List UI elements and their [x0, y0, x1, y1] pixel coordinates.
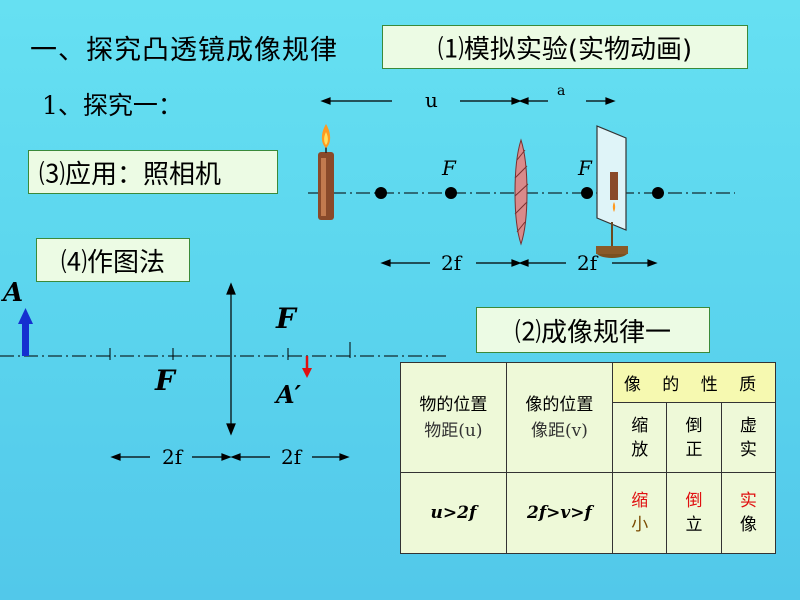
- image-label: A′: [276, 380, 301, 409]
- twof-arrows-bottom: [110, 453, 350, 461]
- drawing-method-button[interactable]: ⑷作图法: [36, 238, 190, 282]
- point-2f-right: [652, 187, 664, 199]
- imaging-rule-table: 物的位置 物距(u) 像的位置 像距(v) 像 的 性 质 缩放 倒正 虚实 u…: [400, 362, 777, 554]
- candle-icon: [318, 124, 334, 220]
- size-column-header: 缩放: [612, 402, 668, 473]
- twof-label-left: 2f: [441, 251, 462, 275]
- page-title: 一、探究凸透镜成像规律: [30, 35, 338, 66]
- focus-point-right: [581, 187, 593, 199]
- image-nature-header: 像 的 性 质: [612, 362, 776, 403]
- twof-arrows-top: [380, 259, 658, 267]
- focus-label-lower: F: [155, 364, 175, 397]
- real-virtual-column-header: 虚实: [720, 402, 777, 473]
- image-arrow: [302, 356, 312, 378]
- application-button[interactable]: ⑶应用：照相机: [28, 150, 278, 194]
- image-distance-label: a: [557, 83, 566, 99]
- twof-label-right: 2f: [577, 251, 598, 275]
- orientation-column-header: 倒正: [666, 402, 722, 473]
- image-distance-value: 2f>v>f: [505, 472, 614, 554]
- focus-point-left: [445, 187, 457, 199]
- screen-icon: [596, 125, 628, 258]
- object-position-header: 物的位置 物距(u): [400, 362, 507, 473]
- twof-label-bottom-left: 2f: [162, 445, 183, 469]
- twof-label-bottom-right: 2f: [281, 445, 302, 469]
- image-position-header: 像的位置 像距(v): [505, 362, 614, 473]
- distance-arrows: [320, 97, 616, 105]
- object-arrow: [18, 308, 33, 356]
- focus-label-right: F: [578, 156, 592, 180]
- lens-line: [226, 282, 236, 436]
- convex-lens-icon: [514, 138, 529, 246]
- imaging-rule-button[interactable]: ⑵成像规律一: [476, 307, 710, 353]
- result-real-virtual: 实 像: [720, 472, 777, 554]
- result-orientation: 倒 立: [666, 472, 722, 554]
- sub-heading: 1、探究一：: [42, 91, 183, 120]
- result-size: 缩 小: [612, 472, 668, 554]
- object-distance-value: u>2f: [400, 472, 507, 554]
- object-label: A: [3, 278, 24, 308]
- simulation-button[interactable]: ⑴模拟实验(实物动画): [382, 25, 748, 69]
- focus-label-left: F: [442, 156, 456, 180]
- object-distance-label: u: [425, 88, 438, 112]
- axis-ticks: [109, 342, 351, 360]
- point-2f-left: [375, 187, 387, 199]
- focus-label-upper: F: [276, 302, 296, 335]
